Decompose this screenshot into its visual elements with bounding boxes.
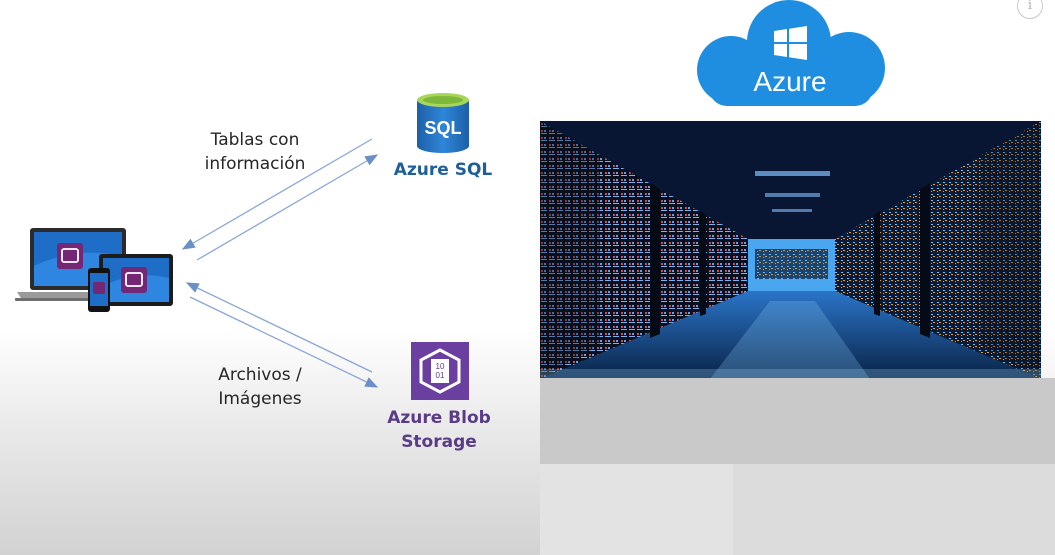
tables-label-line2: información xyxy=(204,154,306,174)
info-icon[interactable]: i xyxy=(1017,0,1043,19)
arrow-blob-to-devices xyxy=(185,282,373,373)
arrow-devices-to-blob xyxy=(189,296,379,388)
arrow-devices-to-sql xyxy=(196,154,379,261)
tables-label-line1: Tablas con xyxy=(210,130,300,150)
datacenter-image xyxy=(540,121,1041,379)
gray-panel-bottom-left xyxy=(540,464,733,555)
devices-icon xyxy=(15,228,173,312)
azure-cloud-icon: Azure xyxy=(697,0,885,106)
windows-logo-icon xyxy=(774,26,807,60)
blob-icon-line2: 01 xyxy=(436,371,445,380)
gray-panel-bottom-right xyxy=(733,464,1055,555)
blob-label-line1: Azure Blob xyxy=(387,408,491,428)
sql-icon-text: SQL xyxy=(424,118,461,138)
files-label-line2: Imágenes xyxy=(218,389,302,409)
azure-cloud-text: Azure xyxy=(753,66,826,97)
blob-icon-line1: 10 xyxy=(436,362,445,371)
arrow-sql-to-devices xyxy=(181,138,373,250)
blob-storage-icon: 10 01 xyxy=(411,342,469,400)
azure-sql-label: Azure SQL xyxy=(393,160,493,180)
tables-label: Tablas con información xyxy=(190,128,320,176)
blob-label-line2: Storage xyxy=(401,432,477,452)
blob-storage-label: Azure Blob Storage xyxy=(379,406,499,454)
sql-database-icon: SQL xyxy=(417,93,469,153)
files-label-line1: Archivos / xyxy=(218,365,302,385)
gray-panel-top xyxy=(540,378,1055,464)
files-label: Archivos / Imágenes xyxy=(195,363,325,411)
